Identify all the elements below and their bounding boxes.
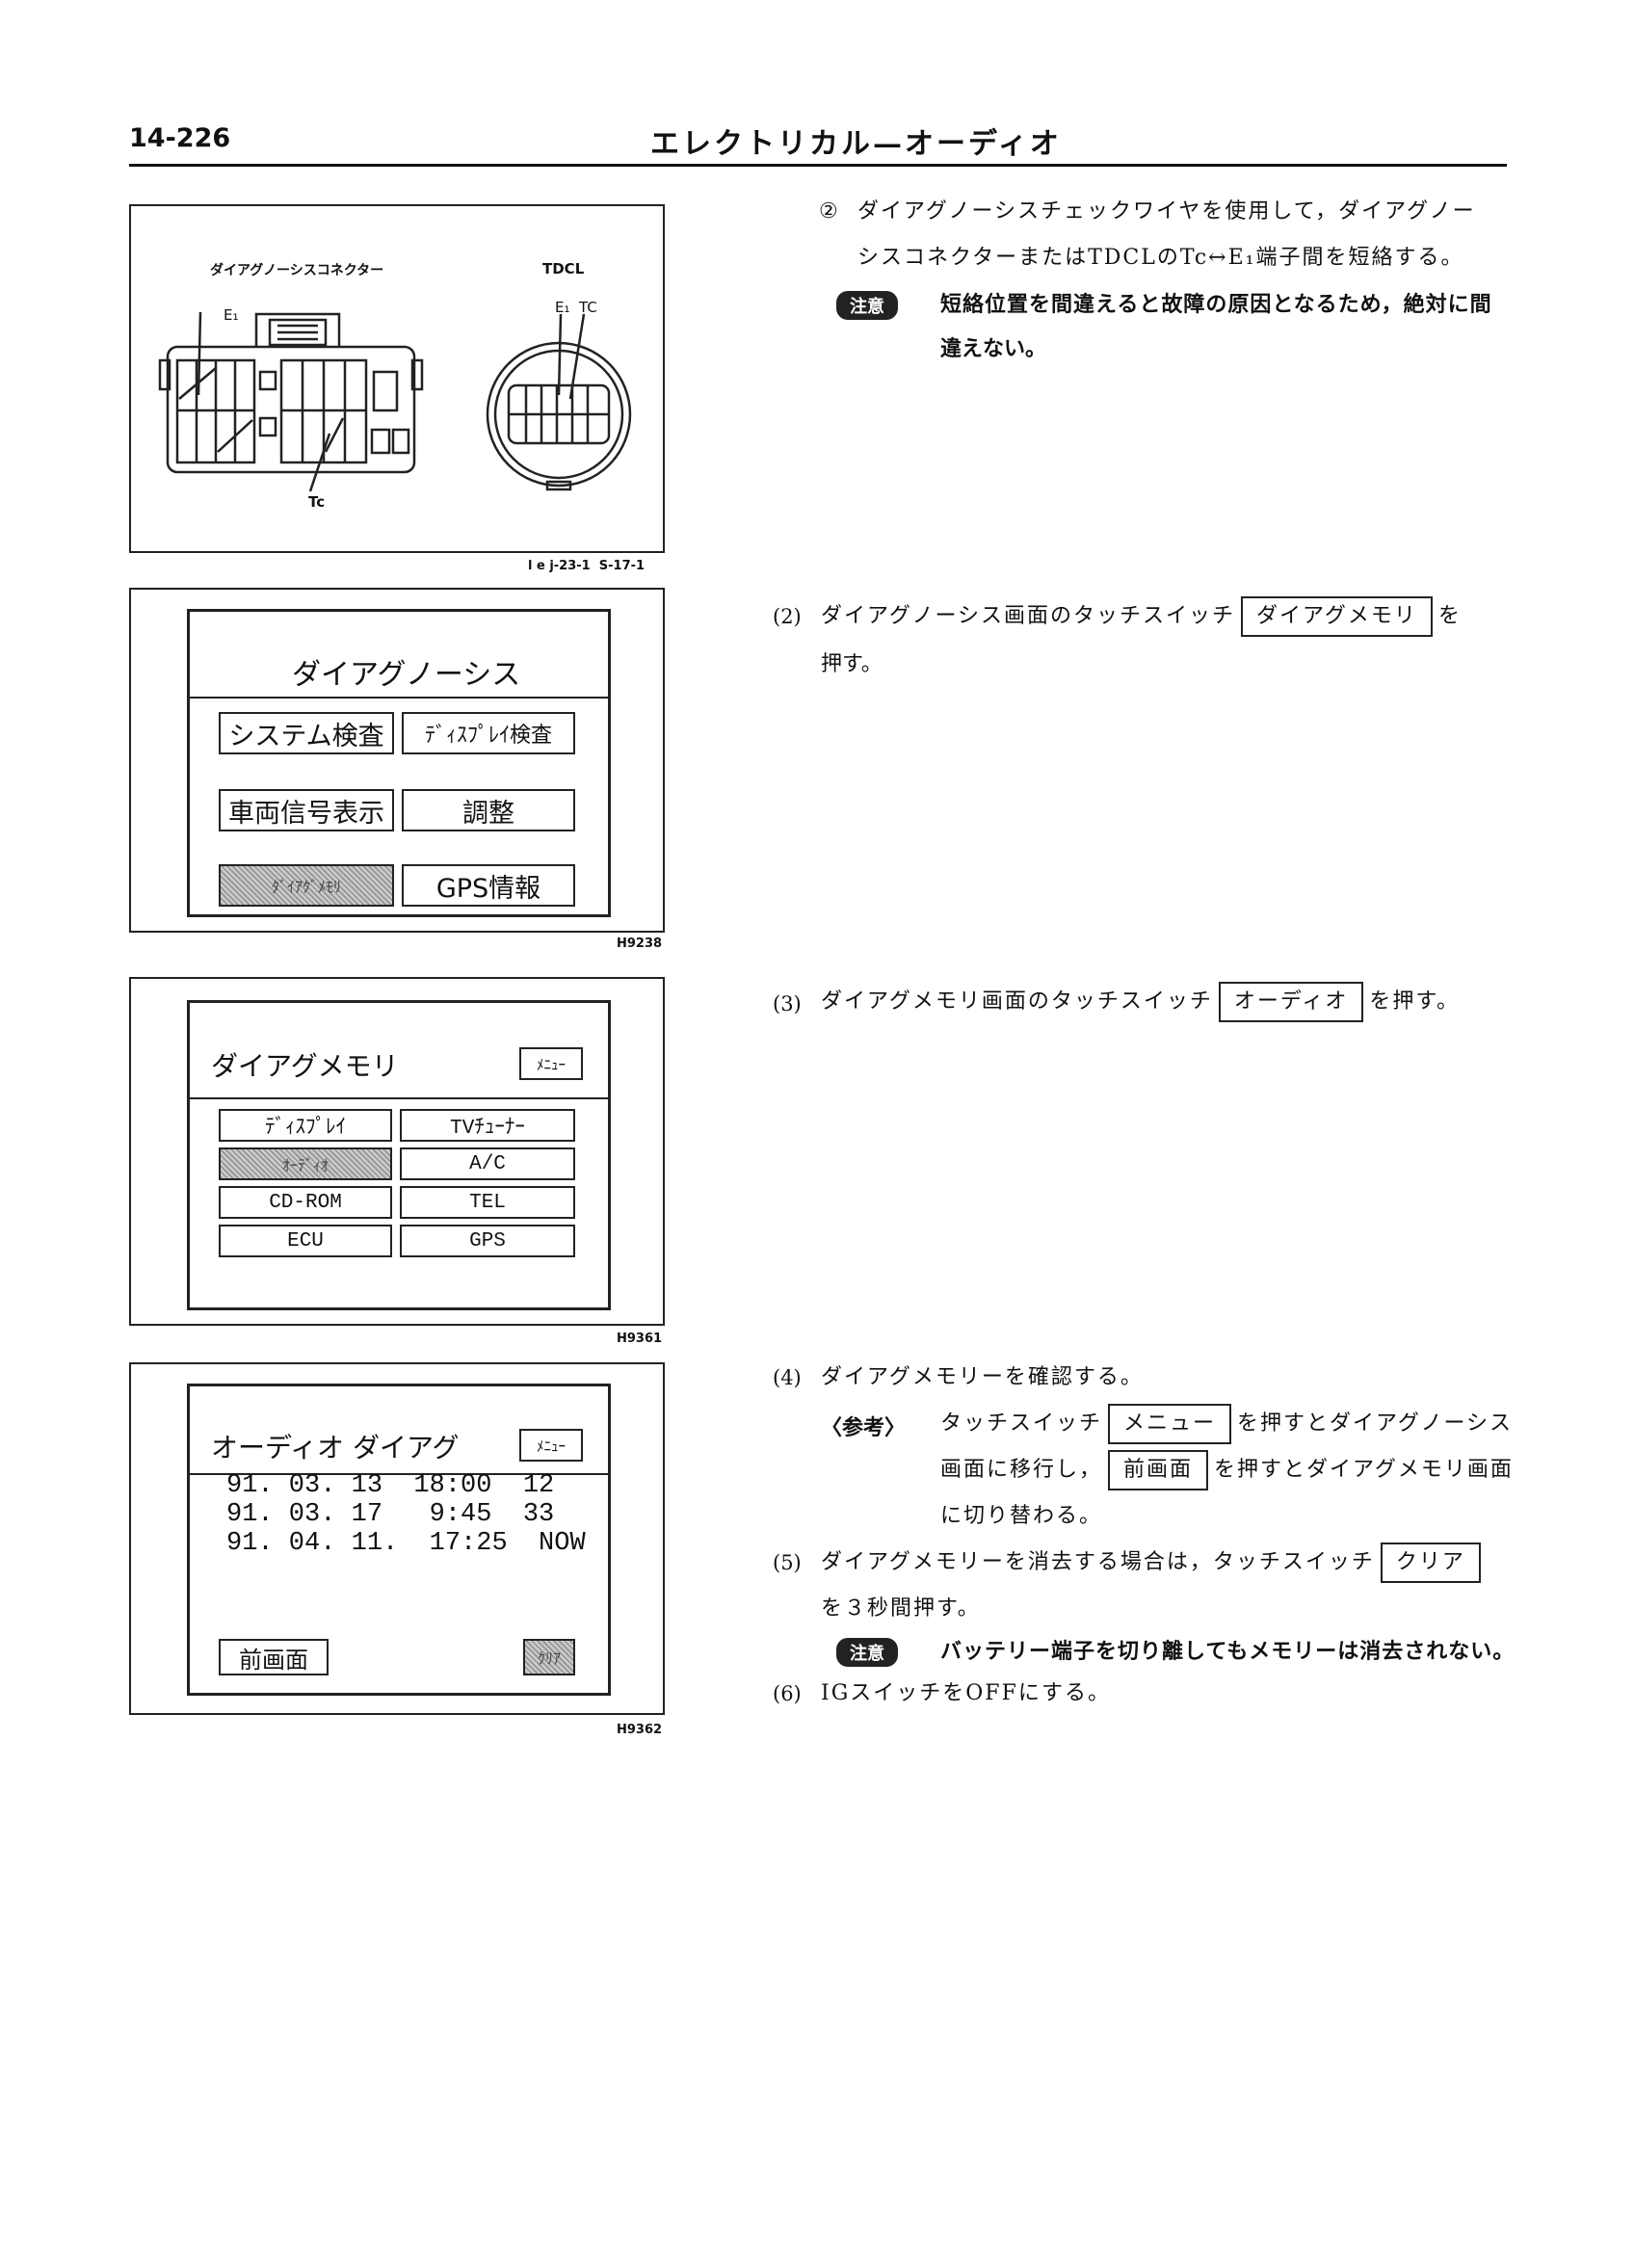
step-5-number: (5) — [773, 1551, 802, 1574]
step-2-number: (2) — [773, 605, 802, 628]
step-6-number: (6) — [773, 1682, 802, 1705]
step-5-line-2: を３秒間押す。 — [821, 1596, 981, 1621]
step-3-text: ダイアグメモリ画面のタッチスイッチ — [821, 989, 1213, 1014]
step-2-text: ダイアグノーシス画面のタッチスイッチ — [821, 604, 1236, 628]
clear-button[interactable]: ｸﾘｱ — [523, 1639, 575, 1675]
note-badge-1: 注意 — [836, 291, 898, 320]
step-5-clear-label: クリア — [1380, 1543, 1481, 1583]
log-entry-2: 91. 03. 17 9:45 33 — [226, 1500, 555, 1529]
note-2-text: バッテリー端子を切り離してもメモリーは消去されない。 — [940, 1639, 1515, 1664]
log-entry-1: 91. 03. 13 18:00 12 — [226, 1471, 555, 1500]
note-1-line-1: 短絡位置を間違えると故障の原因となるため，絶対に間 — [940, 292, 1492, 317]
figure-diag-memory: ダイアグメモリ ﾒﾆｭｰ ﾃﾞｨｽﾌﾟﾚｲ TVﾁｭｰﾅｰ ｵｰﾃﾞｨｵ A/C… — [129, 977, 665, 1326]
figure-audio-diag: オーディオ ダイアグ ﾒﾆｭｰ 91. 03. 13 18:00 12 91. … — [129, 1362, 665, 1715]
diag-title-rule — [190, 697, 608, 699]
diag-screen-title: ダイアグノーシス — [292, 658, 521, 692]
reference-text: タッチスイッチ — [940, 1411, 1103, 1436]
step-3-text-after: を押す。 — [1369, 989, 1461, 1014]
step-4-text: ダイアグメモリーを確認する。 — [821, 1365, 1144, 1389]
tv-tuner-button[interactable]: TVﾁｭｰﾅｰ — [400, 1109, 575, 1142]
figure-code-1: l e j-23-1 S-17-1 — [528, 559, 646, 573]
step-3-number: (3) — [773, 992, 802, 1015]
reference-line-3: に切り替わる。 — [940, 1504, 1103, 1528]
figure-diag-screen: ダイアグノーシス システム検査 ﾃﾞｨｽﾌﾟﾚｲ検査 車両信号表示 調整 ﾀﾞｲ… — [129, 588, 665, 933]
menu-button[interactable]: ﾒﾆｭｰ — [519, 1047, 583, 1080]
tel-button[interactable]: TEL — [400, 1186, 575, 1219]
ecu-button[interactable]: ECU — [219, 1225, 392, 1257]
reference-label: 〈参考〉 — [821, 1415, 907, 1440]
cd-rom-button[interactable]: CD-ROM — [219, 1186, 392, 1219]
note-1-line-2: 違えない。 — [940, 336, 1047, 361]
diag-screen: ダイアグノーシス システム検査 ﾃﾞｨｽﾌﾟﾚｲ検査 車両信号表示 調整 ﾀﾞｲ… — [187, 609, 611, 917]
header-rule — [129, 164, 1507, 167]
step-1-marker: ② — [819, 199, 838, 224]
step-3-switch-label: オーディオ — [1218, 982, 1364, 1022]
figure-code-2: H9238 — [617, 936, 663, 951]
gps-button[interactable]: GPS — [400, 1225, 575, 1257]
menu-button-audio[interactable]: ﾒﾆｭｰ — [519, 1429, 583, 1462]
reference-prev-label: 前画面 — [1108, 1450, 1209, 1490]
step-6-text: IGスイッチをOFFにする。 — [821, 1681, 1112, 1705]
adjust-button[interactable]: 調整 — [402, 789, 575, 831]
step-3-line: ダイアグメモリ画面のタッチスイッチオーディオを押す。 — [821, 981, 1460, 1023]
audio-diag-title-rule — [190, 1473, 608, 1475]
step-2-line-1: ダイアグノーシス画面のタッチスイッチダイアグメモリを — [821, 595, 1462, 638]
gps-info-button[interactable]: GPS情報 — [402, 864, 575, 907]
reference-line-2-text: 画面に移行し， — [940, 1458, 1103, 1482]
audio-button[interactable]: ｵｰﾃﾞｨｵ — [219, 1147, 392, 1180]
diag-memory-screen: ダイアグメモリ ﾒﾆｭｰ ﾃﾞｨｽﾌﾟﾚｲ TVﾁｭｰﾅｰ ｵｰﾃﾞｨｵ A/C… — [187, 1000, 611, 1310]
e1-label: E₁ — [224, 306, 239, 324]
reference-menu-label: メニュー — [1108, 1404, 1232, 1444]
step-5-line-1: ダイアグメモリーを消去する場合は，タッチスイッチクリア — [821, 1542, 1487, 1584]
page-number: 14-226 — [129, 123, 231, 153]
display-button[interactable]: ﾃﾞｨｽﾌﾟﾚｲ — [219, 1109, 392, 1142]
system-check-button[interactable]: システム検査 — [219, 712, 394, 754]
log-entry-3: 91. 04. 11. 17:25 NOW — [226, 1529, 586, 1558]
step-2-text-after: を — [1437, 604, 1462, 628]
step-1-line-2: シスコネクターまたはTDCLのTc↔E₁端子間を短絡する。 — [857, 246, 1464, 270]
reference-line-1: タッチスイッチメニューを押すとダイアグノーシス — [940, 1403, 1513, 1445]
reference-text-after: を押すとダイアグノーシス — [1237, 1411, 1514, 1436]
diag-connector-drawing — [158, 311, 632, 492]
vehicle-signal-button[interactable]: 車両信号表示 — [219, 789, 394, 831]
connector-label: ダイアグノーシスコネクター — [210, 263, 384, 278]
note-badge-2: 注意 — [836, 1638, 898, 1667]
step-1-line-1: ダイアグノーシスチェックワイヤを使用して，ダイアグノー — [857, 199, 1476, 224]
figure-code-4: H9362 — [617, 1723, 663, 1737]
diag-memory-button[interactable]: ﾀﾞｲｱｸﾞﾒﾓﾘ — [219, 864, 394, 907]
reference-line-2-after: を押すとダイアグメモリ画面 — [1214, 1458, 1514, 1482]
tdcl-label: TDCL — [542, 260, 585, 277]
figure-code-3: H9361 — [617, 1332, 663, 1346]
audio-diag-title: オーディオ ダイアグ — [211, 1432, 460, 1464]
display-check-button[interactable]: ﾃﾞｨｽﾌﾟﾚｲ検査 — [402, 712, 575, 754]
step-2-line-2: 押す。 — [821, 652, 883, 676]
tc-label: Tc — [308, 493, 326, 511]
audio-diag-screen: オーディオ ダイアグ ﾒﾆｭｰ 91. 03. 13 18:00 12 91. … — [187, 1384, 611, 1696]
figure-connector: ダイアグノーシスコネクター TDCL E₁ E₁ TC Tc — [129, 204, 665, 553]
diag-memory-title: ダイアグメモリ — [211, 1050, 399, 1082]
step-4-number: (4) — [773, 1366, 802, 1389]
reference-line-2: 画面に移行し，前画面を押すとダイアグメモリ画面 — [940, 1449, 1514, 1491]
step-2-switch-label: ダイアグメモリ — [1241, 596, 1433, 637]
ac-button[interactable]: A/C — [400, 1147, 575, 1180]
step-5-text: ダイアグメモリーを消去する場合は，タッチスイッチ — [821, 1550, 1375, 1574]
prev-screen-button[interactable]: 前画面 — [219, 1639, 329, 1675]
page-title: エレクトリカル—オーディオ — [650, 127, 1062, 161]
tdcl-terminal-labels: E₁ TC — [555, 299, 597, 316]
diag-memory-title-rule — [190, 1097, 608, 1099]
